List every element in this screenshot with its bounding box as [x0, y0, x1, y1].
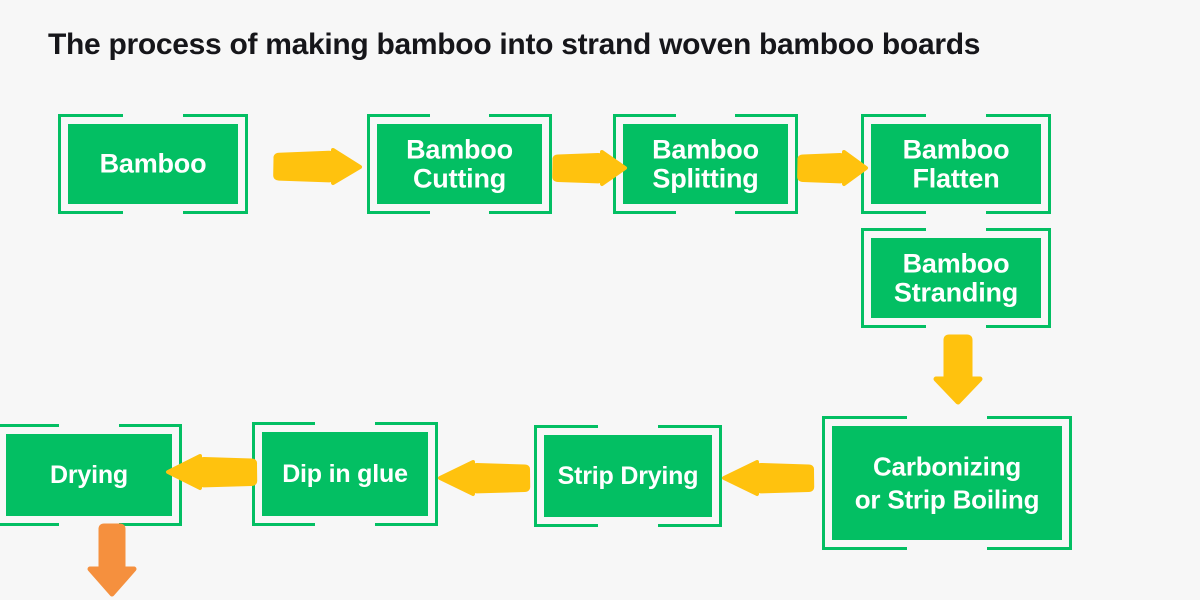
node-label-bamboo-cutting: Bamboo Cutting	[406, 134, 513, 193]
process-node-bamboo-stranding[interactable]: Bamboo Stranding	[861, 228, 1051, 328]
process-node-dip-in-glue[interactable]: Dip in glue	[252, 422, 438, 526]
node-label-bamboo: Bamboo	[99, 148, 207, 179]
node-plate	[871, 124, 1041, 204]
connector-arrow-right-1	[272, 146, 364, 190]
node-plate	[262, 432, 428, 516]
node-label-drying: Drying	[50, 460, 128, 489]
process-node-carbonizing[interactable]: Carbonizing or Strip Boiling	[822, 416, 1072, 550]
node-plate	[544, 435, 712, 517]
connector-arrow-down-1	[930, 334, 986, 408]
connector-arrow-right-3	[796, 148, 870, 190]
process-node-bamboo[interactable]: Bamboo	[58, 114, 248, 214]
node-label-bamboo-flatten: Bamboo Flatten	[902, 134, 1010, 193]
node-plate	[68, 124, 238, 204]
node-label-dip-in-glue: Dip in glue	[282, 459, 408, 488]
connector-arrow-left-1	[718, 458, 816, 500]
node-label-strip-drying: Strip Drying	[557, 461, 699, 490]
node-plate	[6, 434, 172, 516]
process-node-drying[interactable]: Drying	[0, 424, 182, 526]
process-node-bamboo-cutting[interactable]: Bamboo Cutting	[367, 114, 552, 214]
connector-arrow-down-final	[84, 523, 140, 600]
node-label-bamboo-splitting: Bamboo Splitting	[652, 134, 759, 193]
node-plate	[377, 124, 542, 204]
connector-arrow-left-2	[434, 458, 532, 500]
process-node-strip-drying[interactable]: Strip Drying	[534, 425, 722, 527]
node-plate	[832, 426, 1062, 540]
node-plate	[623, 124, 788, 204]
page-title: The process of making bamboo into strand…	[48, 28, 981, 61]
node-plate	[871, 238, 1041, 318]
process-node-bamboo-flatten[interactable]: Bamboo Flatten	[861, 114, 1051, 214]
process-node-bamboo-splitting[interactable]: Bamboo Splitting	[613, 114, 798, 214]
node-label-carbonizing: Carbonizing or Strip Boiling	[854, 451, 1040, 515]
node-label-bamboo-stranding: Bamboo Stranding	[893, 248, 1019, 307]
